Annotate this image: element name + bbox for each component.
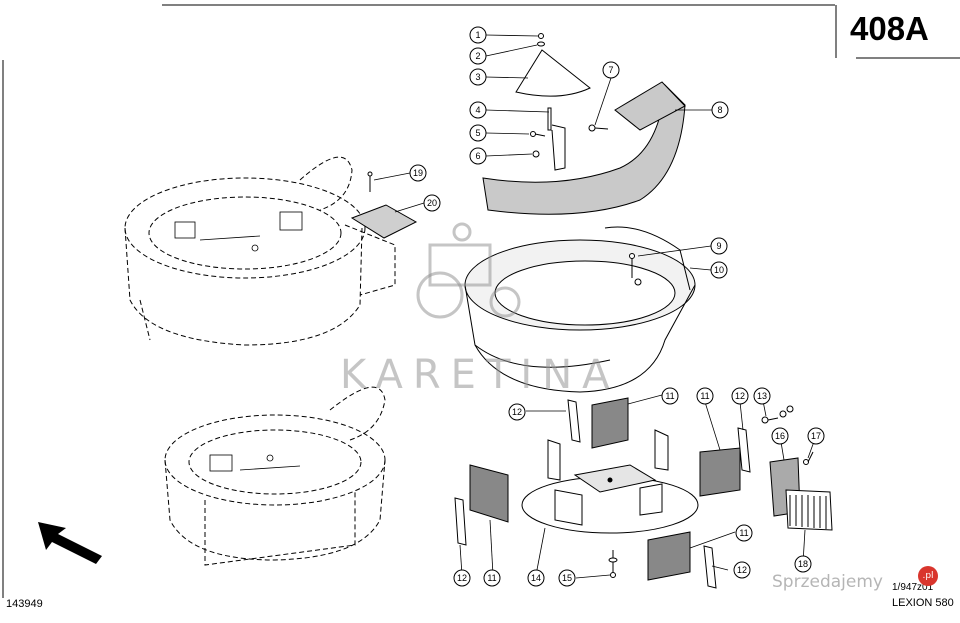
bolt-part-9 (629, 253, 642, 286)
callout-leaders (373, 34, 817, 579)
bolt-part-13 (761, 405, 794, 424)
callout-4: 4 (475, 105, 480, 115)
strap-part-12-a (567, 399, 581, 443)
housing-part-10 (464, 226, 696, 393)
callout-11-b: 11 (700, 391, 709, 401)
rotor-vanes (547, 429, 669, 526)
screw-part-19 (367, 171, 373, 192)
wear-plate-part-11-a (591, 397, 629, 449)
callout-10: 10 (714, 265, 724, 275)
callout-3: 3 (475, 72, 480, 82)
callout-11-c: 11 (487, 573, 496, 583)
washer-part-2 (537, 41, 545, 47)
callout-2: 2 (475, 51, 480, 61)
cone-part-3 (515, 49, 591, 97)
direction-arrow-icon (38, 522, 102, 564)
callout-14: 14 (531, 573, 541, 583)
nut-part-1 (538, 33, 544, 39)
wear-plate-part-11-d (647, 531, 691, 581)
deflector-part-8-upper (614, 81, 686, 131)
bolt-part-5 (530, 131, 546, 137)
callout-19: 19 (413, 168, 423, 178)
callout-11-a: 11 (665, 391, 674, 401)
site-watermark-logo: Sprzedajemy .pl (764, 566, 938, 596)
callout-6: 6 (475, 151, 480, 161)
callout-11-d: 11 (739, 528, 748, 538)
deflector-part-8 (482, 83, 686, 215)
callout-12-c: 12 (457, 573, 467, 583)
reference-assembly-top (124, 156, 396, 346)
screw-part-17 (803, 451, 814, 465)
screw-part-7 (588, 124, 609, 132)
model-label: LEXION 580 (892, 597, 954, 609)
callout-15: 15 (562, 573, 572, 583)
reference-code: 1/947z01 (892, 582, 934, 593)
strap-part-12-d (703, 545, 717, 589)
comb-part-18 (785, 489, 833, 531)
callout-17: 17 (811, 431, 821, 441)
bracket-part-4 (547, 107, 566, 171)
callout-16: 16 (775, 431, 785, 441)
wear-plate-part-11-c (699, 447, 741, 497)
drawing-number: 143949 (6, 598, 43, 610)
site-logo-badge: .pl (918, 566, 938, 586)
plate-part-20 (350, 204, 418, 239)
callout-circles (409, 26, 825, 587)
callout-5: 5 (475, 128, 480, 138)
reference-assembly-top-detail (174, 211, 303, 252)
callout-12-a: 12 (512, 407, 522, 417)
reference-assembly-bottom (164, 386, 386, 566)
callout-8: 8 (717, 105, 722, 115)
callout-1: 1 (475, 30, 480, 40)
strap-part-12-b (454, 497, 467, 546)
site-logo-label: Sprzedajemy (772, 572, 883, 592)
callout-12-d: 12 (737, 565, 747, 575)
nut-part-6 (532, 150, 540, 158)
page-number: 408A (850, 10, 929, 47)
bolt-part-15 (608, 550, 618, 578)
callout-18: 18 (798, 559, 808, 569)
callout-20: 20 (427, 198, 437, 208)
callout-7: 7 (608, 65, 613, 75)
callout-13: 13 (757, 391, 767, 401)
callout-12-b: 12 (735, 391, 745, 401)
watermark-tractor-icon (416, 222, 521, 319)
strap-part-12-c (737, 427, 751, 473)
callout-labels: 1 2 3 4 5 6 7 8 9 10 11 11 11 11 11 11 1… (413, 30, 821, 583)
reference-assembly-bottom-detail (209, 454, 301, 472)
wear-plate-part-11-b (469, 464, 509, 523)
watermark-text: KARETINA (340, 352, 620, 398)
callout-9: 9 (716, 241, 721, 251)
